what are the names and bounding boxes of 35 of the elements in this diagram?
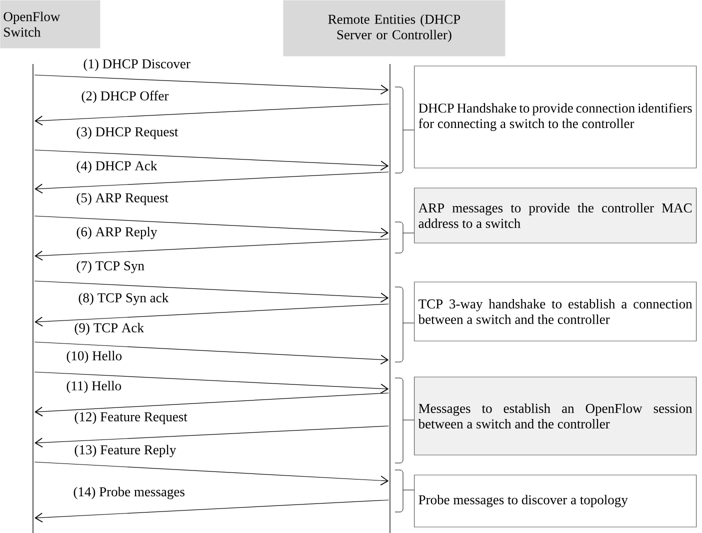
message-arrow (34, 304, 389, 327)
message-arrow (34, 426, 389, 448)
note-box: ARP messages to provide the controller MAC address to a switch (414, 188, 697, 244)
edge-label: (7) TCP Syn (76, 260, 144, 274)
message-arrow (34, 392, 389, 417)
message-arrow (34, 172, 389, 194)
edge-label: (5) ARP Request (76, 192, 168, 206)
note-box: DHCP Handshake to provide connection identifiers for connecting a switch to the controller (414, 66, 697, 168)
edge-label: (12) Feature Request (74, 412, 188, 424)
edge-label: (4) DHCP Ack (76, 160, 158, 174)
message-arrow (34, 342, 389, 365)
edge-label: (13) Feature Reply (74, 444, 176, 458)
lifeline-header: Remote Entities (DHCP Server or Controller) (283, 0, 506, 56)
edge-label: (9) TCP Ack (74, 322, 144, 336)
lifeline-header: OpenFlow Switch (0, 0, 100, 48)
note-box: Probe messages to discover a topology (414, 474, 697, 528)
edge-label: (10) Hello (66, 350, 122, 364)
message-arrow (34, 462, 389, 486)
edge-label: (6) ARP Reply (76, 226, 158, 240)
edge-label: (2) DHCP Offer (82, 90, 169, 104)
message-arrow (34, 238, 389, 261)
message-arrow (34, 216, 389, 238)
note-box: TCP 3-way handshake to establish a connection between a switch and the controller (414, 282, 697, 342)
message-arrow (34, 372, 389, 394)
edge-label: (11) Hello (66, 380, 122, 394)
message-arrow (34, 500, 389, 523)
message-arrow (34, 150, 389, 171)
message-arrow (34, 280, 389, 303)
message-arrow (34, 74, 389, 95)
note-box: Messages to establish an OpenFlow session between a switch and the controller (414, 376, 697, 456)
edge-label: (1) DHCP Discover (84, 58, 190, 72)
edge-label: (14) Probe messages (74, 486, 184, 500)
edge-label: (3) DHCP Request (76, 126, 178, 140)
message-arrow (34, 104, 389, 126)
edge-label: (8) TCP Syn ack (78, 292, 169, 306)
